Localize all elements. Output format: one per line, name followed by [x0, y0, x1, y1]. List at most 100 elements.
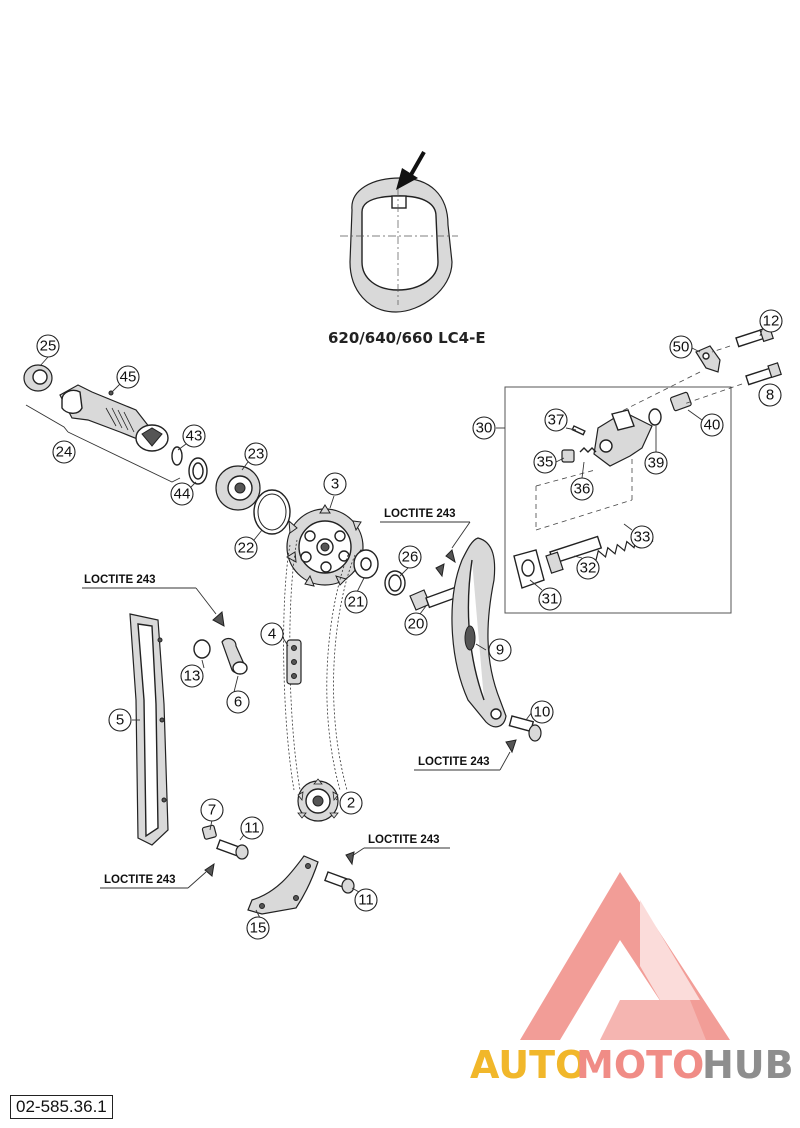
- svg-text:21: 21: [348, 594, 365, 611]
- loctite-label-bottom-left: LOCTITE 243: [100, 871, 207, 889]
- callout-11-left: 11: [240, 816, 264, 840]
- svg-text:20: 20: [408, 616, 425, 633]
- camshaft-sprocket: [286, 504, 366, 587]
- callout-43: 43: [182, 424, 206, 448]
- callout-50: 50: [669, 335, 693, 359]
- watermark-brand: AUTO MOTO HUB: [470, 1043, 794, 1087]
- svg-text:9: 9: [496, 642, 504, 659]
- svg-text:26: 26: [402, 549, 419, 566]
- svg-text:40: 40: [704, 417, 721, 434]
- svg-text:LOCTITE 243: LOCTITE 243: [104, 874, 176, 886]
- callout-7: 7: [200, 798, 224, 822]
- callout-44: 44: [170, 482, 194, 506]
- callout-24: 24: [52, 440, 76, 464]
- bolt-11-left: [216, 839, 249, 860]
- callout-21: 21: [344, 590, 368, 614]
- callout-23: 23: [244, 442, 268, 466]
- washer-13: [193, 639, 211, 659]
- callout-40: 40: [700, 413, 724, 437]
- svg-text:8: 8: [766, 387, 774, 404]
- svg-text:23: 23: [248, 446, 265, 463]
- callout-36: 36: [570, 477, 594, 501]
- svg-text:31: 31: [542, 591, 559, 608]
- svg-text:24: 24: [56, 444, 73, 461]
- callout-13: 13: [180, 664, 204, 688]
- callout-45: 45: [116, 365, 140, 389]
- svg-text:LOCTITE 243: LOCTITE 243: [84, 574, 156, 586]
- chain-guide-rail: [129, 613, 169, 846]
- svg-text:11: 11: [244, 820, 260, 837]
- variant-caption: 620/640/660 LC4-E: [328, 329, 486, 347]
- callout-11-right: 11: [354, 888, 378, 912]
- svg-text:HUB: HUB: [702, 1043, 794, 1087]
- chain-link-4: [286, 639, 302, 685]
- loctite-drop-icon: [204, 862, 215, 877]
- svg-text:11: 11: [358, 892, 374, 909]
- camshaft-splines: [105, 407, 135, 433]
- chain-guide-15: [247, 855, 319, 915]
- bolt-8: [745, 362, 782, 386]
- svg-text:4: 4: [268, 626, 276, 643]
- loctite-drop-icon: [345, 851, 355, 866]
- bracket-50: [695, 345, 721, 373]
- callout-12: 12: [759, 309, 783, 333]
- svg-text:13: 13: [184, 668, 201, 685]
- watermark-logo-icon: [520, 872, 730, 1040]
- callout-31: 31: [538, 587, 562, 611]
- svg-text:50: 50: [673, 339, 690, 356]
- crank-sprocket: [297, 778, 339, 822]
- callout-10: 10: [530, 700, 554, 724]
- callout-20: 20: [404, 612, 428, 636]
- svg-text:45: 45: [120, 369, 137, 386]
- bolt-20: [409, 586, 459, 611]
- callout-30: 30: [472, 416, 496, 440]
- bearing-23: [215, 465, 261, 511]
- callout-8: 8: [758, 383, 782, 407]
- svg-text:12: 12: [763, 313, 780, 330]
- svg-text:32: 32: [580, 560, 597, 577]
- loctite-drop-icon: [445, 549, 456, 564]
- loctite-label-right-mid: LOCTITE 243: [414, 751, 511, 771]
- leader-lines: [39, 329, 769, 919]
- svg-text:44: 44: [174, 486, 191, 503]
- callout-4: 4: [260, 622, 284, 646]
- document-number: 02-585.36.1: [10, 1095, 113, 1119]
- svg-text:3: 3: [331, 476, 339, 493]
- callout-26: 26: [398, 545, 422, 569]
- arrow-icon: [396, 151, 426, 190]
- svg-text:33: 33: [634, 529, 651, 546]
- svg-text:LOCTITE 243: LOCTITE 243: [368, 834, 440, 846]
- svg-text:15: 15: [250, 920, 267, 937]
- callout-25: 25: [36, 334, 60, 358]
- callout-15: 15: [246, 916, 270, 940]
- bolt-11-right: [324, 871, 355, 894]
- svg-text:AUTO: AUTO: [470, 1043, 587, 1087]
- svg-text:39: 39: [648, 455, 665, 472]
- bushing-7: [201, 824, 217, 840]
- callout-9: 9: [488, 638, 512, 662]
- circlip-22: [253, 489, 291, 535]
- svg-text:5: 5: [116, 712, 124, 729]
- loctite-drop-icon: [435, 563, 445, 578]
- svg-text:35: 35: [537, 454, 554, 471]
- variant-housing-detail: [340, 177, 458, 313]
- svg-text:LOCTITE 243: LOCTITE 243: [384, 508, 456, 520]
- tensioner-rail: [451, 537, 507, 728]
- camshaft-assembly: [23, 364, 208, 485]
- svg-text:LOCTITE 243: LOCTITE 243: [418, 756, 490, 768]
- callout-22: 22: [234, 536, 258, 560]
- svg-text:2: 2: [347, 795, 355, 812]
- svg-text:25: 25: [40, 338, 57, 355]
- loctite-label-left: LOCTITE 243: [82, 574, 217, 615]
- tensioner-assembly-box: [504, 386, 732, 614]
- svg-text:30: 30: [476, 420, 493, 437]
- svg-text:36: 36: [574, 481, 591, 498]
- svg-text:MOTO: MOTO: [576, 1043, 704, 1087]
- callout-5: 5: [108, 708, 132, 732]
- callout-35: 35: [533, 450, 557, 474]
- callout-2: 2: [339, 791, 363, 815]
- bolt-6: [212, 611, 248, 675]
- callout-33: 33: [630, 525, 654, 549]
- callout-6: 6: [226, 690, 250, 714]
